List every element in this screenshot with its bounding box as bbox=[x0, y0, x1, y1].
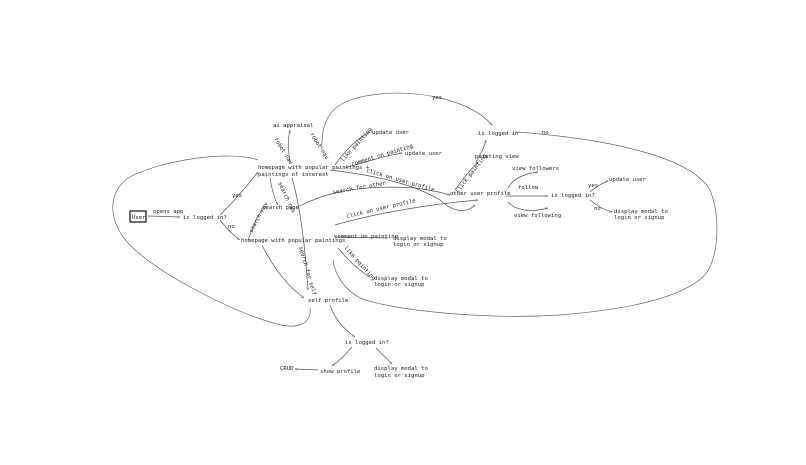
node-display-modal-like-line2: login or signup bbox=[374, 282, 425, 288]
label-yes: yes bbox=[232, 193, 242, 199]
node-display-modal-like: display modal to bbox=[374, 276, 428, 282]
node-search-page: search page bbox=[262, 205, 300, 211]
node-is-logged-in: is logged in? bbox=[183, 215, 227, 221]
node-view-followers: view followers bbox=[512, 166, 559, 172]
label-yes-follow: yes bbox=[588, 183, 598, 189]
node-display-modal-comment-line2: login or signup bbox=[393, 242, 444, 248]
node-comment-on-painting: comment on painting bbox=[334, 234, 398, 240]
label-no: no bbox=[228, 224, 235, 230]
node-update-user-comment: update user bbox=[405, 151, 443, 157]
node-display-modal-follow-line2: login or signup bbox=[614, 215, 665, 221]
edge-label-search-nav-2: search nav bbox=[248, 201, 269, 234]
edge-label-click-on-user-profile-1: click on user profile bbox=[365, 168, 435, 193]
edge-label-like-painting-2: like painting bbox=[343, 245, 377, 282]
node-is-logged-in-follow: is logged in? bbox=[551, 193, 595, 199]
node-show-profile: show profile bbox=[320, 369, 361, 375]
label-no-top: no bbox=[542, 130, 549, 136]
node-opens-app: opens app bbox=[153, 209, 184, 215]
node-update-user-follow: update user bbox=[609, 177, 647, 183]
start-node-user[interactable]: User bbox=[129, 210, 147, 223]
node-self-profile: self profile bbox=[308, 298, 349, 304]
node-view-following: view following bbox=[514, 213, 561, 219]
node-ai-appraisal: ai appraisal bbox=[273, 123, 313, 129]
edge-label-robot-nav-2: robot nav bbox=[308, 132, 329, 161]
edge-label-search-for-other: search for other bbox=[332, 181, 387, 196]
node-homepage-popular: homepage with popular paintings bbox=[241, 238, 345, 244]
node-self-is-logged-in: is logged in? bbox=[345, 340, 389, 346]
label-no-follow: no bbox=[594, 206, 601, 212]
loop-big-right-no-to-display-modal bbox=[332, 131, 718, 317]
node-labels: opens app is logged in? yes no ai apprai… bbox=[153, 95, 668, 379]
edges bbox=[147, 130, 612, 370]
node-display-modal-self-line2: login or signup bbox=[374, 373, 425, 379]
node-update-user-like: update user bbox=[372, 130, 410, 136]
loop-left-back-to-self-profile bbox=[112, 155, 311, 327]
start-node-user-label: User bbox=[132, 215, 146, 221]
label-yes-top: yes bbox=[432, 95, 442, 101]
node-follow: follow bbox=[518, 185, 539, 191]
node-is-logged-in-top: is logged in bbox=[478, 131, 518, 137]
node-display-modal-comment: display modal to bbox=[393, 236, 447, 242]
node-display-modal-self: display modal to bbox=[374, 366, 428, 372]
node-homepage-popular-interest: homepage with popular paintings + bbox=[258, 165, 370, 171]
edge-label-search-for-self: search for self bbox=[297, 246, 317, 296]
edge-labels: robot nav robot nav search nav search na… bbox=[248, 127, 488, 296]
node-crud: CRUD bbox=[280, 366, 294, 372]
edge-label-click-painting: click painting bbox=[455, 153, 489, 194]
node-homepage-popular-interest-line2: paintings of interest bbox=[258, 172, 329, 178]
node-painting-view: painting view bbox=[475, 154, 519, 160]
loop-top-yes-to-is-logged-in bbox=[321, 92, 493, 151]
node-other-user-profile: other user profile bbox=[450, 191, 511, 197]
edge-label-robot-nav-1: robot nav bbox=[272, 137, 293, 166]
node-display-modal-follow: display modal to bbox=[614, 209, 668, 215]
